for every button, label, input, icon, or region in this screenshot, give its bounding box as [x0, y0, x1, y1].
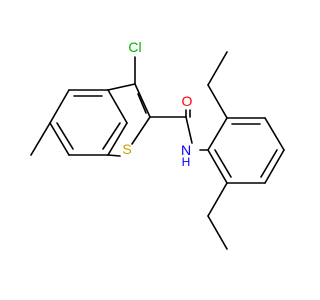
atom-labels: Cl O S N H [122, 39, 192, 169]
hydrogen-label: H [182, 155, 191, 169]
sulfur-label: S [122, 141, 131, 157]
nitrogen-label: N [181, 142, 191, 158]
oxygen-label: O [182, 93, 193, 109]
bond-lines [30, 51, 285, 250]
chlorine-label: Cl [128, 39, 141, 55]
molecule-structure: Cl O S N H [30, 39, 285, 250]
